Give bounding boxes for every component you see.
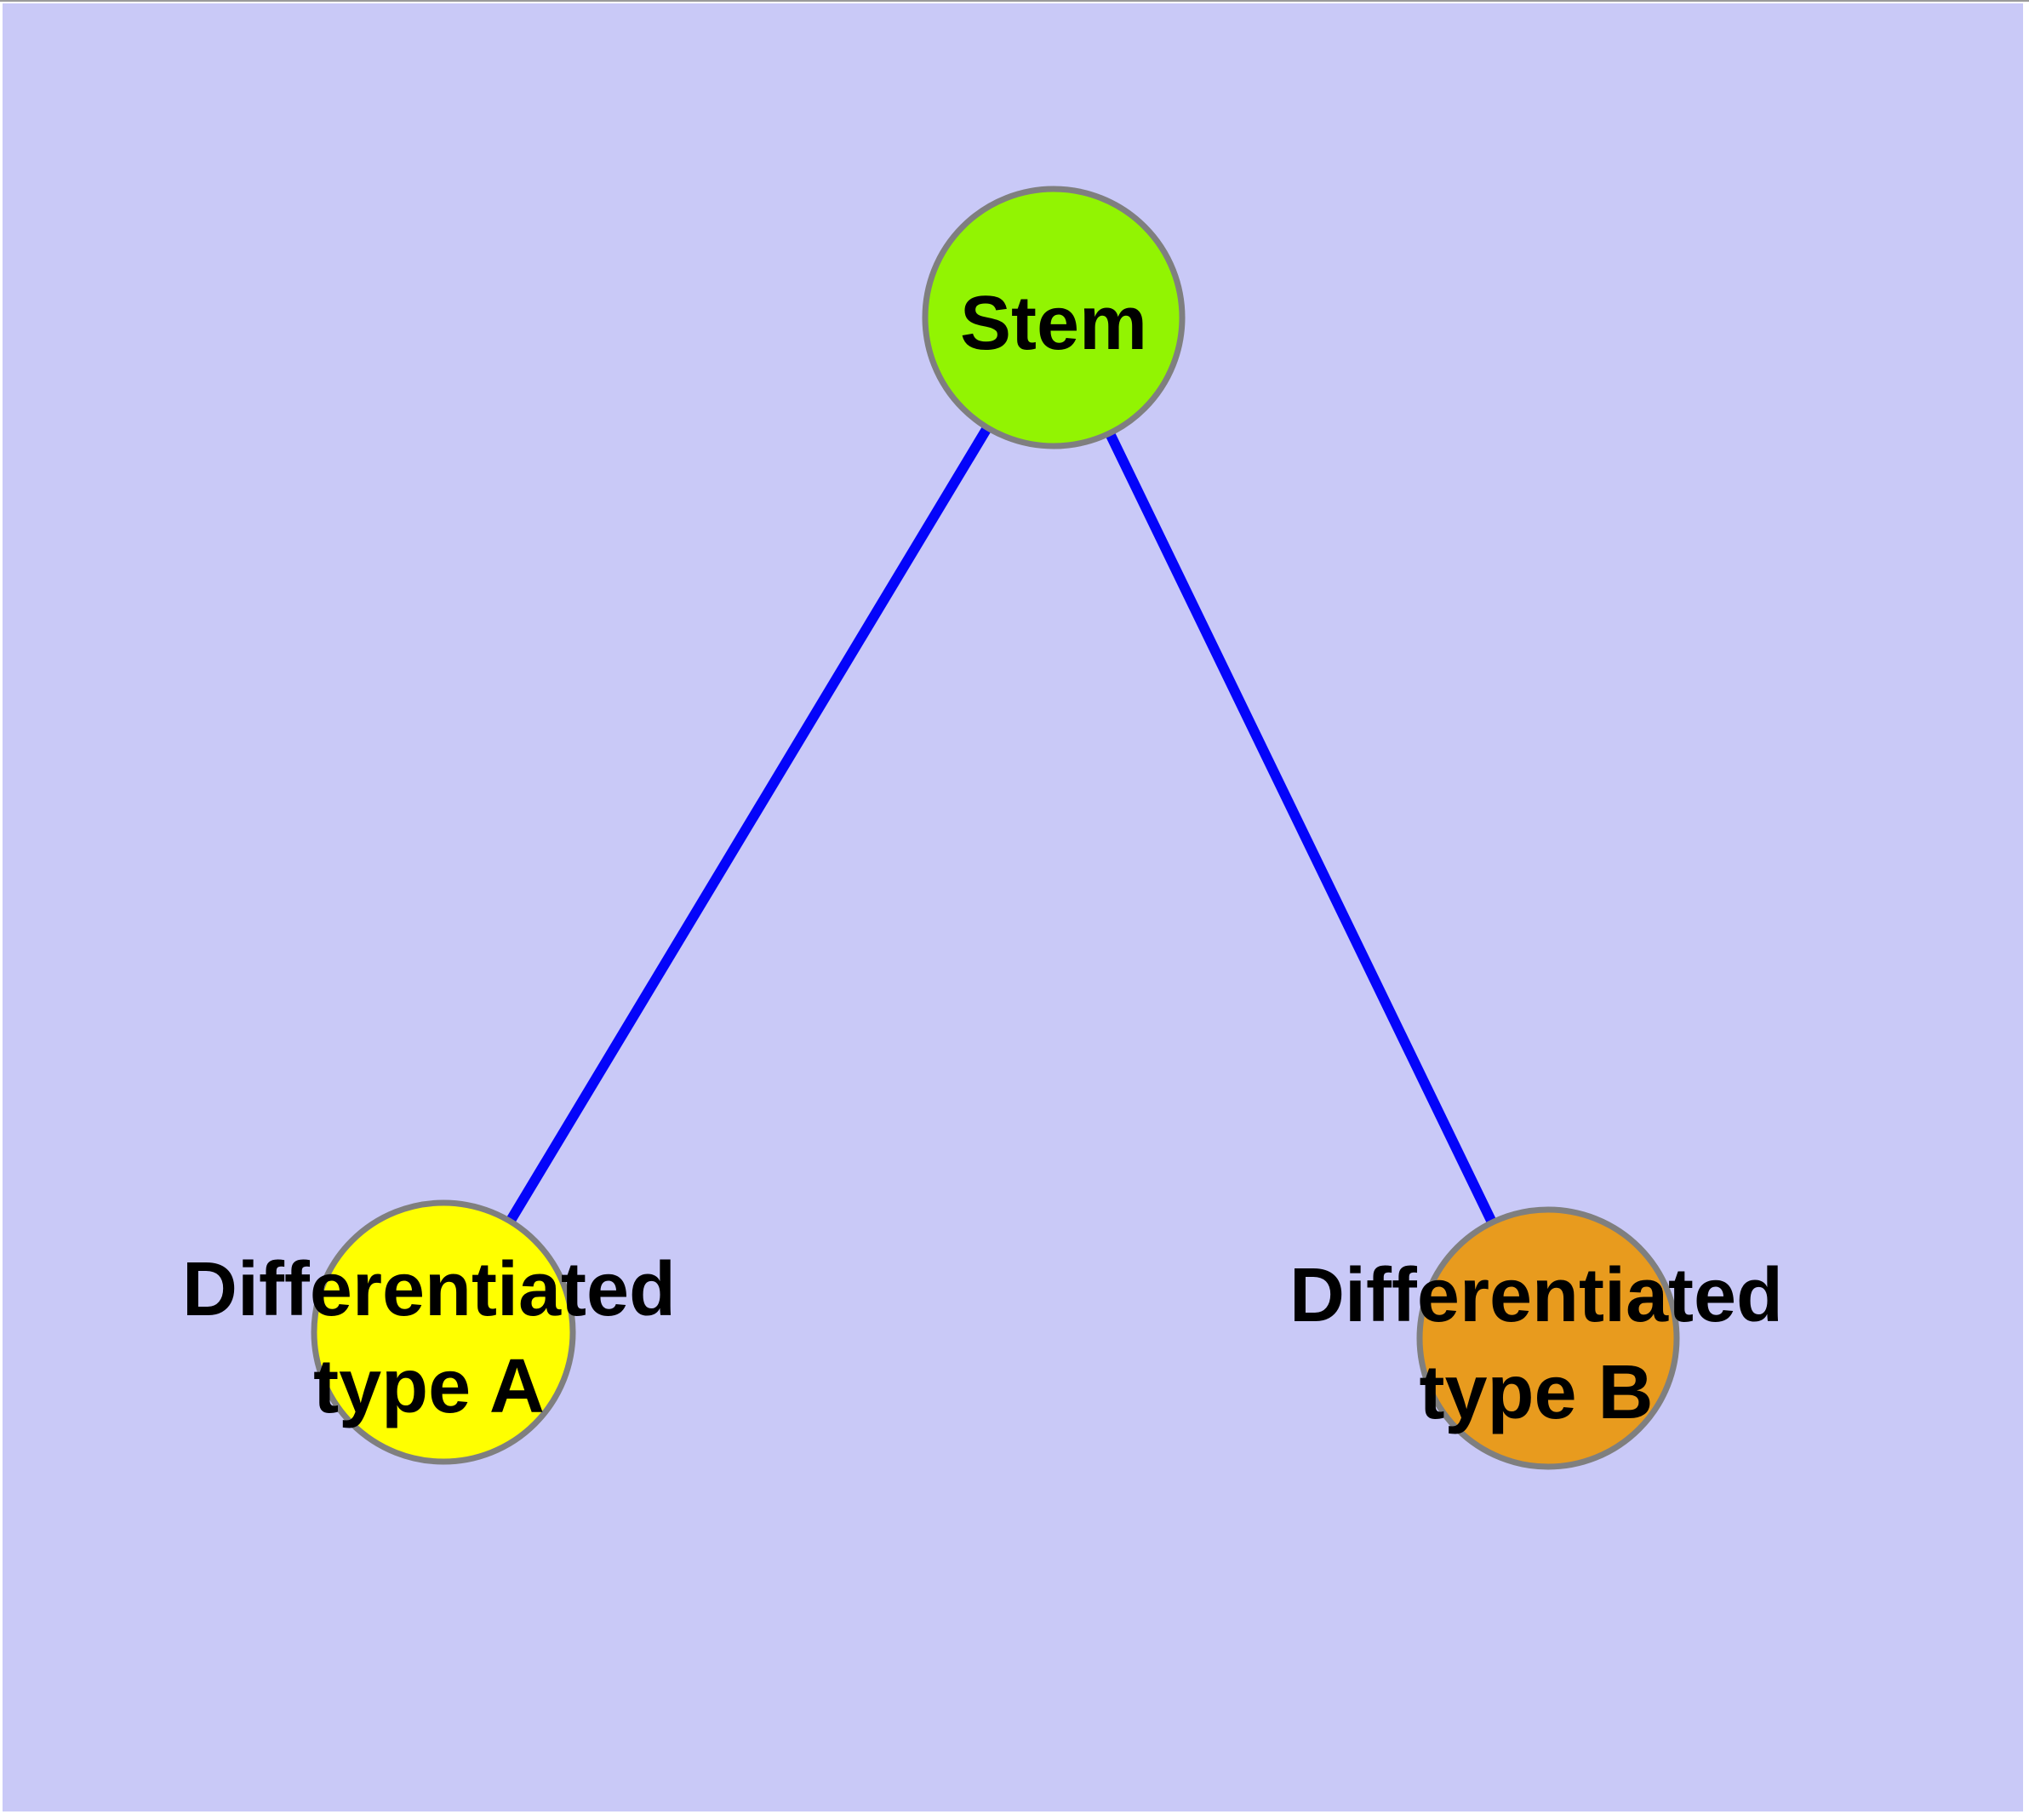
edge-stem-to-type-b: [1049, 315, 1553, 1341]
node-type-b-label-line1: Differentiated: [1289, 1253, 1783, 1338]
node-type-b-label-line2: type B: [1419, 1350, 1653, 1435]
node-stem-label: Stem: [960, 281, 1147, 366]
node-type-a-label-line2: type A: [313, 1344, 545, 1429]
node-type-a-label-line1: Differentiated: [182, 1247, 676, 1332]
edge-stem-to-type-a: [438, 314, 1059, 1336]
window-top-edge: [0, 0, 2029, 2]
node-differentiated-type-a: [311, 1199, 576, 1465]
node-differentiated-type-b: [1416, 1206, 1680, 1470]
node-stem: [922, 186, 1186, 449]
